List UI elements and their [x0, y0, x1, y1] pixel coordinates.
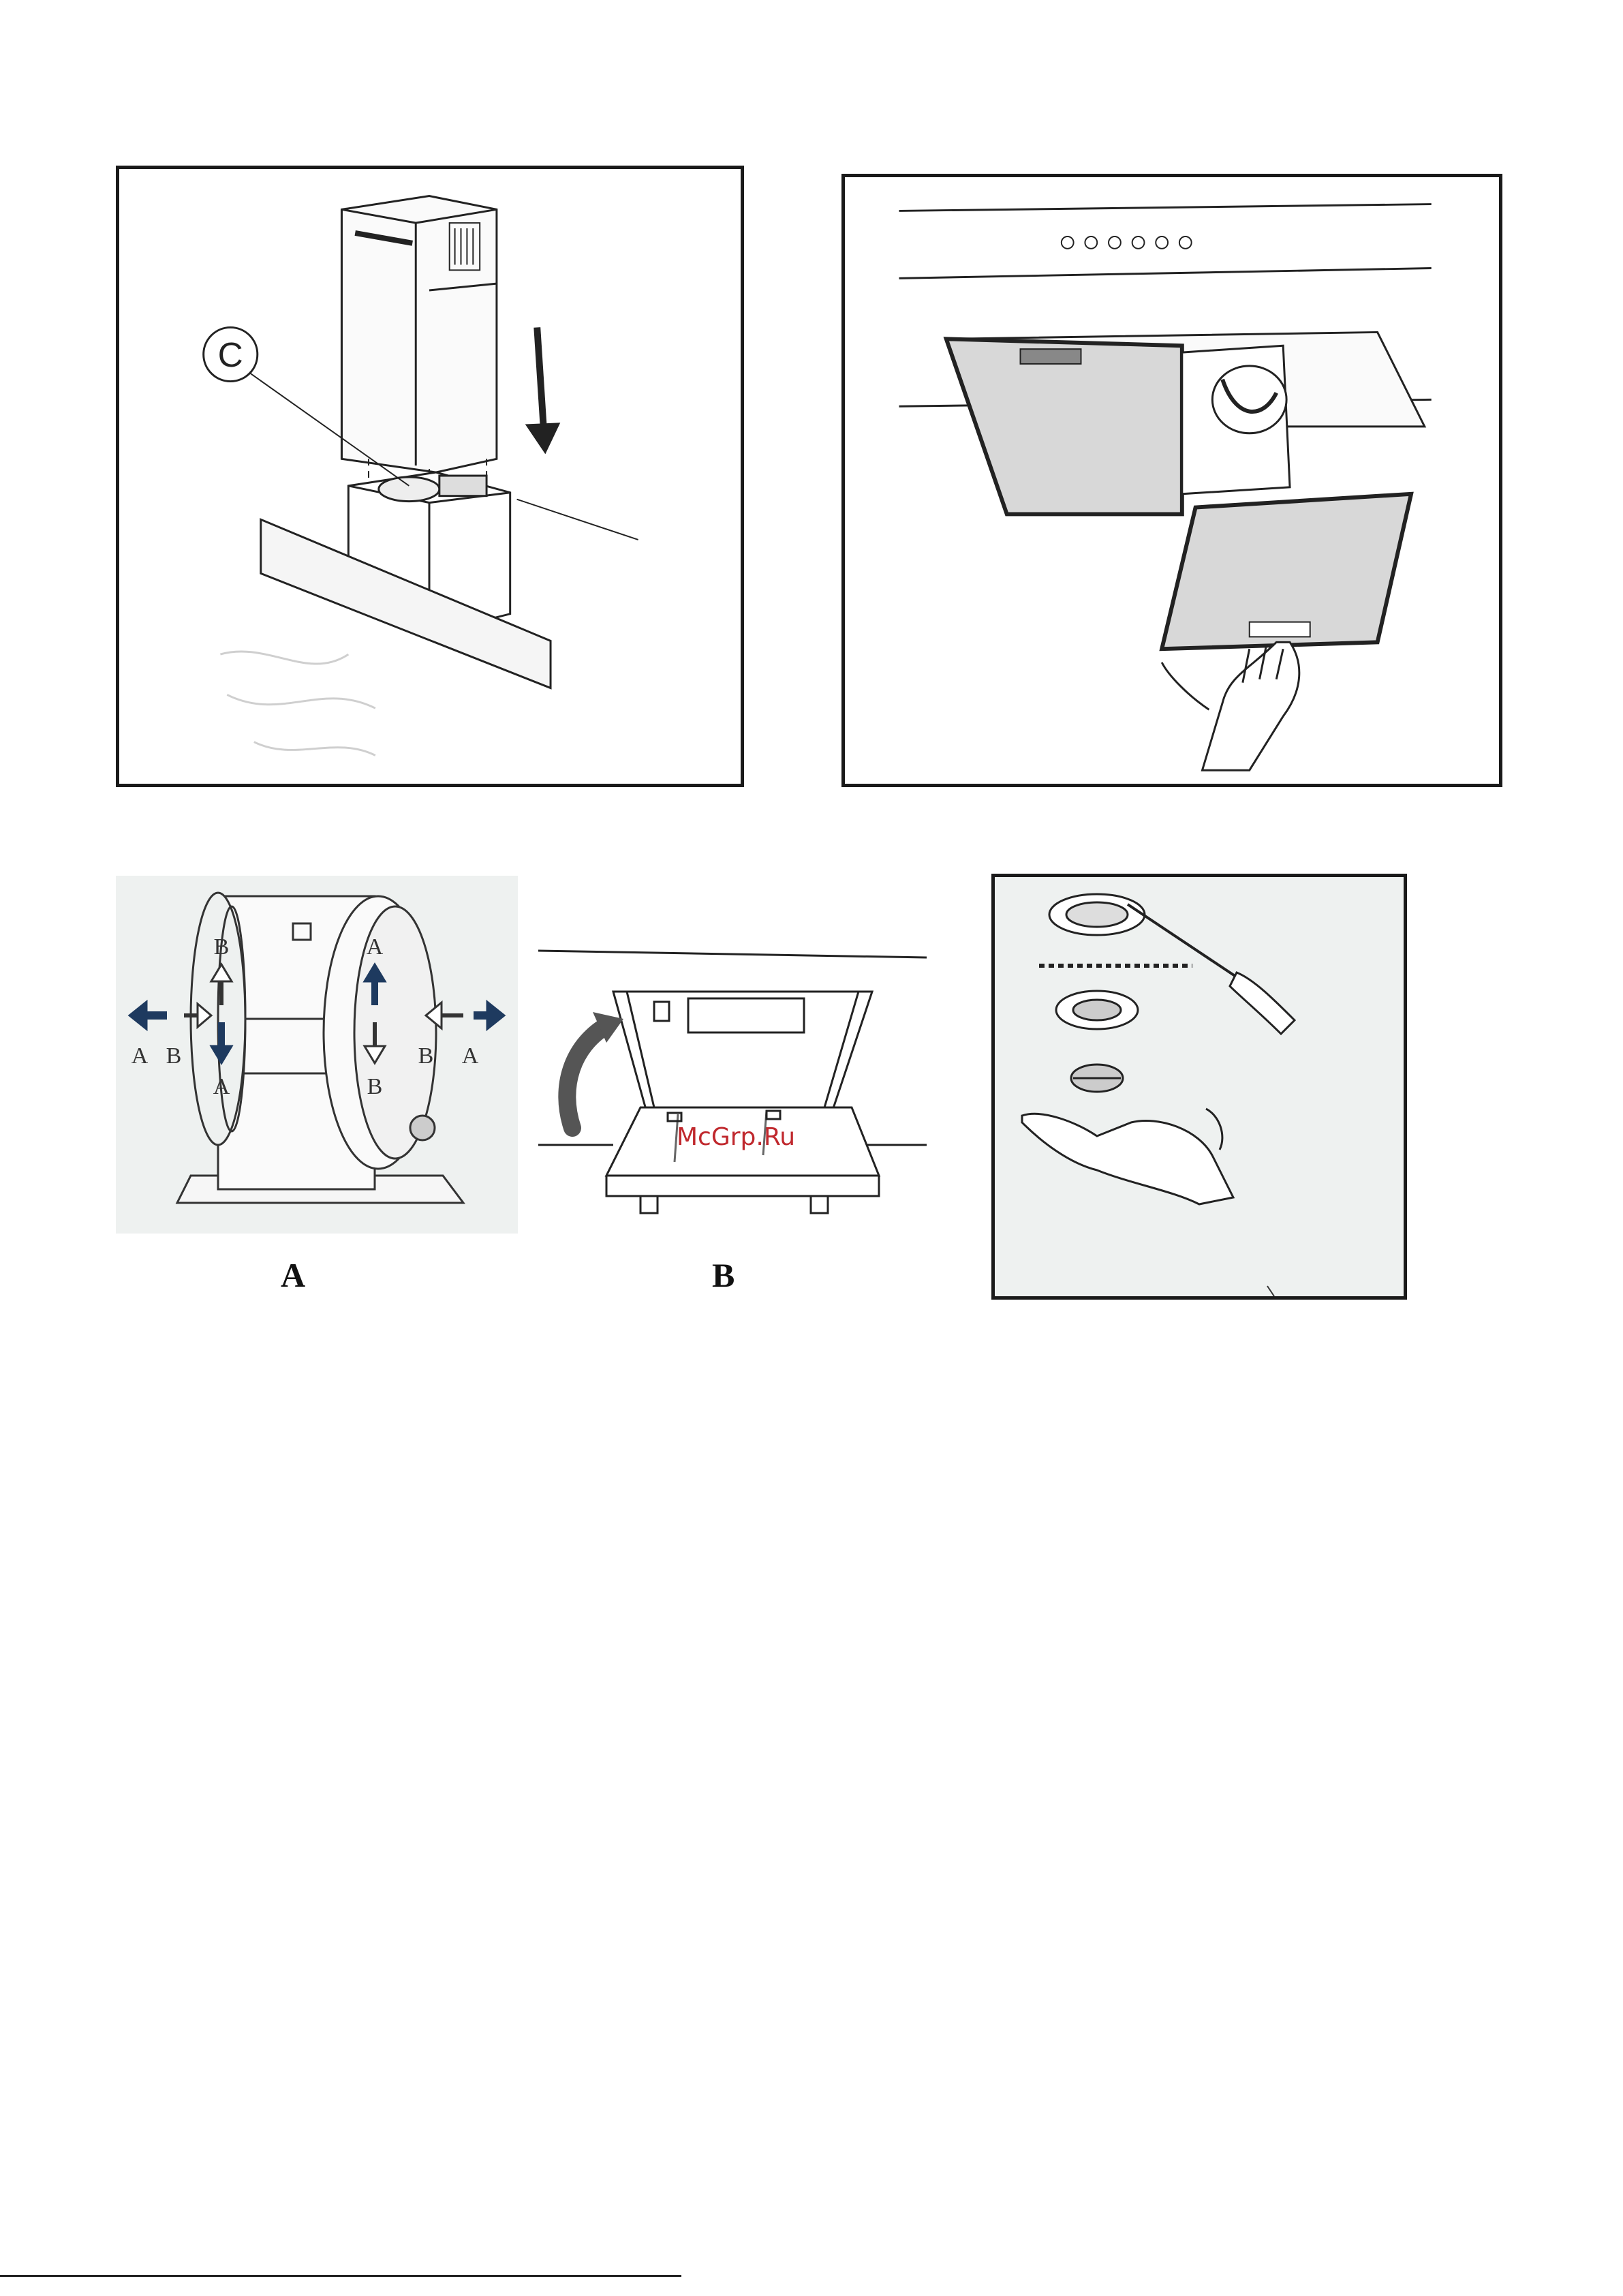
motor-label-bottom-left: A [213, 1074, 230, 1099]
motor-illustration: B A A B A B B A [116, 876, 518, 1234]
figure-filter-removal [841, 174, 1502, 787]
lamp-illustration [995, 877, 1404, 1296]
figure-lamp-replacement [991, 874, 1407, 1300]
flap-illustration: McGrp.Ru [531, 937, 933, 1223]
motor-label-right-dark: A [462, 1043, 479, 1069]
filter-illustration [845, 177, 1499, 784]
label-c: C [218, 335, 243, 374]
figure-chimney-install: C [116, 166, 744, 787]
watermark: McGrp.Ru [677, 1123, 795, 1151]
motor-label-right-light: B [418, 1043, 434, 1069]
footer-rule [0, 2275, 681, 2277]
motor-label-top-right: A [367, 934, 384, 960]
caption-b: B [712, 1255, 735, 1295]
caption-a: A [281, 1255, 305, 1295]
motor-label-top-left: B [214, 934, 230, 960]
motor-label-left-dark: A [132, 1043, 149, 1069]
motor-label-left-light: B [166, 1043, 182, 1069]
figure-motor-rotation: B A A B A B B A [116, 876, 518, 1234]
figure-flap-opening: McGrp.Ru [531, 937, 933, 1223]
motor-label-bottom-right: B [367, 1074, 383, 1099]
chimney-illustration: C [119, 169, 741, 784]
